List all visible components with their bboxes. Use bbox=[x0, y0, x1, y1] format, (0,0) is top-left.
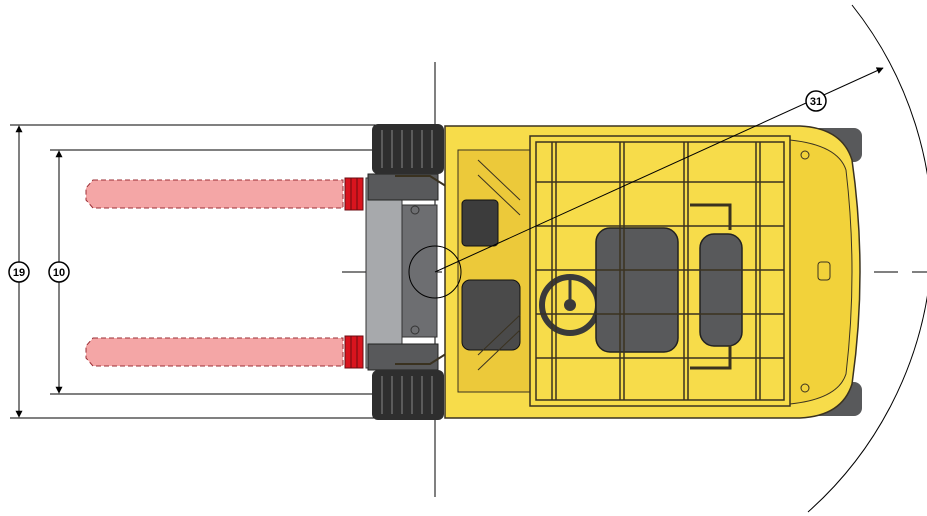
mast-carriage bbox=[365, 173, 461, 371]
fork-lower bbox=[85, 335, 364, 369]
fork-upper bbox=[85, 177, 364, 211]
dashboard bbox=[457, 149, 531, 393]
svg-text:19: 19 bbox=[13, 267, 25, 279]
overhead-guard bbox=[529, 135, 791, 407]
front-tyre-lower bbox=[372, 370, 444, 420]
counterweight bbox=[789, 139, 853, 405]
callout-fork-spread: 10 bbox=[48, 261, 70, 283]
svg-text:31: 31 bbox=[810, 96, 822, 108]
operator-seat bbox=[595, 203, 743, 370]
svg-text:10: 10 bbox=[53, 267, 65, 279]
callout-turning-radius: 31 bbox=[805, 90, 827, 112]
pivot-circle bbox=[408, 245, 462, 299]
turning-radius-arc bbox=[807, 4, 927, 513]
front-tyre-upper bbox=[372, 124, 444, 174]
callout-overall-width: 19 bbox=[8, 261, 30, 283]
